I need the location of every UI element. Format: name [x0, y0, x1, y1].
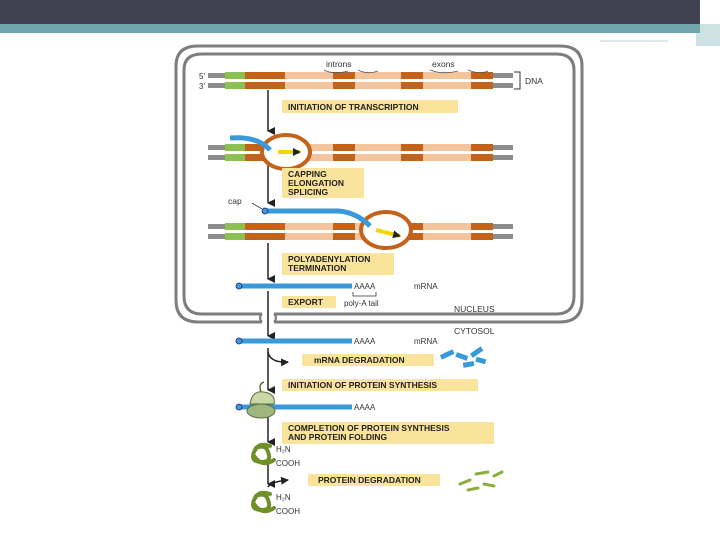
ribosome — [246, 381, 276, 419]
gene-expression-diagram: 5' 3' introns exons DNA INITIATION OF TR… — [158, 38, 600, 520]
nuclear-envelope — [174, 44, 584, 324]
poly-a-label-3: AAAA — [354, 403, 376, 412]
h2n-label-1: H₂N — [276, 445, 291, 454]
step-capping: CAPPING — [288, 169, 327, 179]
dna-bracket — [514, 71, 521, 90]
poly-a-tail-label: poly-A tail — [344, 299, 379, 308]
slide-top-bar — [0, 0, 720, 24]
cap-label: cap — [228, 196, 242, 206]
three-prime-label: 3' — [199, 82, 205, 91]
nucleus-label: NUCLEUS — [454, 304, 495, 314]
step-polyadenylation: POLYADENYLATION — [288, 254, 370, 264]
step-initiation-protein: INITIATION OF PROTEIN SYNTHESIS — [288, 380, 437, 390]
poly-a-label-2: AAAA — [354, 337, 376, 346]
step-box-export — [282, 296, 336, 308]
step-mrna-degradation: mRNA DEGRADATION — [314, 355, 405, 365]
step-box-capping — [282, 168, 364, 198]
slide-corner-ornament — [696, 24, 720, 46]
step-splicing: SPLICING — [288, 187, 329, 197]
nascent-rna-1 — [229, 135, 272, 152]
annotation-leader-lines — [323, 69, 489, 74]
step-termination: TERMINATION — [288, 263, 346, 273]
cap-dot-4 — [235, 403, 243, 411]
folded-protein-1 — [251, 442, 276, 466]
step-box-mrna-degradation — [302, 354, 434, 366]
protein-fragments — [458, 470, 504, 492]
step-initiation-transcription: INITIATION OF TRANSCRIPTION — [288, 102, 419, 112]
poly-a-label-1: AAAA — [354, 282, 376, 291]
exons-label: exons — [432, 59, 455, 69]
five-prime-label: 5' — [199, 72, 205, 81]
transcription-direction-arrow-2 — [375, 228, 401, 239]
mrna-fragments — [439, 346, 487, 368]
rna-polymerase-2 — [359, 210, 413, 250]
folded-protein-2 — [251, 490, 276, 514]
cooh-label-2: COOH — [276, 507, 300, 516]
cooh-label-1: COOH — [276, 459, 300, 468]
step-box-initiation-transcription — [282, 100, 458, 113]
slide-accent-bar — [0, 24, 700, 33]
step-box-polyadenylation — [282, 253, 394, 275]
step-elongation: ELONGATION — [288, 178, 344, 188]
slide-bar-end — [700, 0, 720, 36]
cap-dot-1 — [261, 207, 269, 215]
mrna-label-1: mRNA — [414, 282, 438, 291]
cap-dot-2 — [235, 282, 243, 290]
h2n-label-2: H₂N — [276, 493, 291, 502]
step-box-protein-degradation — [308, 474, 440, 486]
cytosol-label: CYTOSOL — [454, 326, 495, 336]
introns-label: introns — [326, 59, 352, 69]
step-completion-line1: COMPLETION OF PROTEIN SYNTHESIS — [288, 423, 450, 433]
step-export: EXPORT — [288, 297, 324, 307]
step-completion-line2: AND PROTEIN FOLDING — [288, 432, 388, 442]
cap-leader-line — [251, 202, 263, 210]
step-box-initiation-protein — [282, 379, 478, 391]
step-box-completion — [282, 422, 494, 444]
dna-label: DNA — [525, 76, 543, 86]
dna-strand-1 — [208, 72, 513, 89]
mrna-label-2: mRNA — [414, 337, 438, 346]
step-protein-degradation: PROTEIN DEGRADATION — [318, 475, 421, 485]
slide-bar-line — [598, 40, 668, 42]
nascent-rna-2 — [266, 208, 372, 228]
poly-a-bracket — [352, 292, 377, 297]
cap-dot-3 — [235, 337, 243, 345]
